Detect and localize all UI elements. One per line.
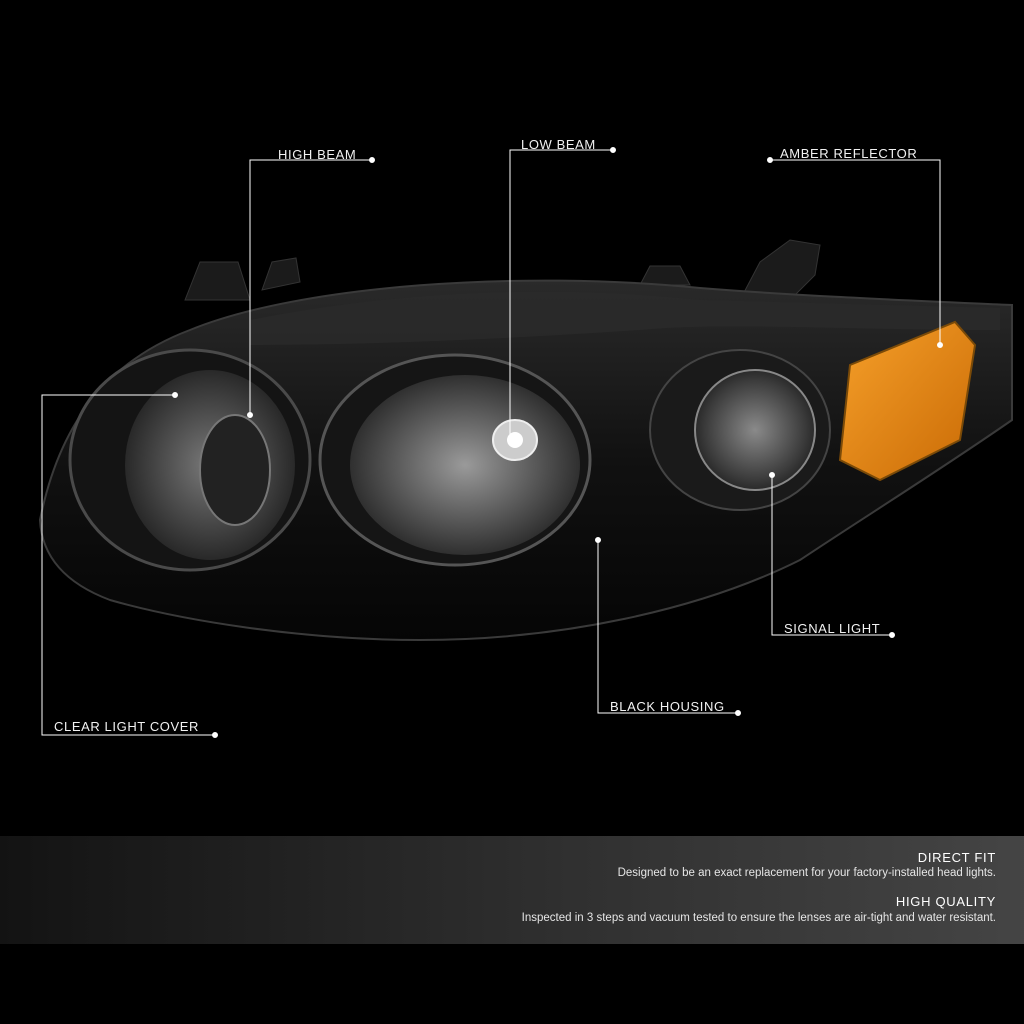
amber-reflector <box>838 320 977 482</box>
features-band <box>0 836 1024 944</box>
high-beam-reflector <box>68 348 312 572</box>
feature-title-high-quality: HIGH QUALITY <box>895 894 996 909</box>
signal-light <box>649 349 831 511</box>
callout-high-beam: HIGH BEAM <box>278 147 357 162</box>
lens-top-edge <box>250 291 1000 345</box>
feature-desc-high-quality: Inspected in 3 steps and vacuum tested t… <box>521 912 996 924</box>
feature-desc-direct-fit: Designed to be an exact replacement for … <box>617 867 996 879</box>
callout-lines <box>41 147 943 738</box>
mounting-brackets <box>184 239 821 301</box>
callout-signal-light: SIGNAL LIGHT <box>784 621 881 636</box>
low-beam-reflector <box>318 353 592 567</box>
callout-low-beam: LOW BEAM <box>521 137 596 152</box>
feature-title-direct-fit: DIRECT FIT <box>917 850 996 865</box>
callout-amber-reflector: AMBER REFLECTOR <box>780 146 918 161</box>
callout-black-housing: BLACK HOUSING <box>610 699 725 714</box>
callout-clear-light-cover: CLEAR LIGHT COVER <box>54 719 200 734</box>
